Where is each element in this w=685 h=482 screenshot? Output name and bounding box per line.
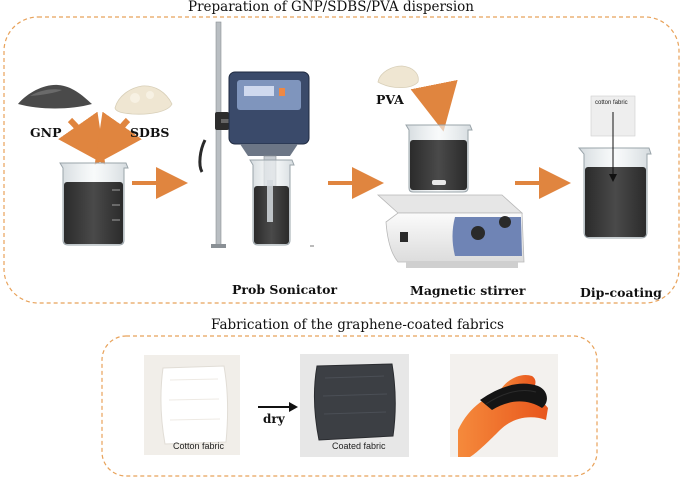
gnp-label: GNP bbox=[30, 125, 62, 140]
dry-label: dry bbox=[263, 412, 285, 426]
gloved-hand-photo bbox=[450, 354, 558, 457]
fabrication-title: Fabrication of the graphene-coated fabri… bbox=[211, 317, 504, 333]
fabrication-frame bbox=[101, 335, 598, 477]
sdbs-label: SDBS bbox=[130, 125, 170, 140]
sdbs-powder-icon bbox=[114, 85, 173, 115]
magnetic-stirrer-label: Magnetic stirrer bbox=[410, 283, 526, 298]
coated-fabric-caption: Coated fabric bbox=[332, 441, 386, 451]
preparation-title: Preparation of GNP/SDBS/PVA dispersion bbox=[188, 0, 475, 15]
dip-coating-label: Dip-coating bbox=[580, 285, 662, 300]
pva-arrow-icon bbox=[410, 79, 458, 132]
beaker-1-icon bbox=[59, 162, 129, 246]
preparation-frame bbox=[3, 16, 680, 304]
coated-fabric-photo bbox=[300, 354, 409, 457]
cotton-fabric-caption: Cotton fabric bbox=[173, 441, 225, 451]
cotton-fabric-tag: cotton fabric bbox=[595, 100, 628, 106]
cotton-fabric-photo bbox=[144, 355, 240, 455]
prob-sonicator-icon bbox=[198, 21, 310, 248]
pva-powder-icon bbox=[377, 65, 419, 89]
magnetic-stirrer-icon bbox=[376, 124, 525, 268]
sdbs-arrow-icon bbox=[94, 111, 142, 165]
gnp-arrow-icon bbox=[58, 111, 106, 165]
dry-arrowhead-icon bbox=[289, 402, 298, 412]
dip-coating-icon bbox=[577, 95, 652, 239]
prob-sonicator-label: Prob Sonicator bbox=[232, 282, 338, 297]
gnp-powder-icon bbox=[18, 84, 92, 109]
pva-label: PVA bbox=[376, 92, 404, 107]
